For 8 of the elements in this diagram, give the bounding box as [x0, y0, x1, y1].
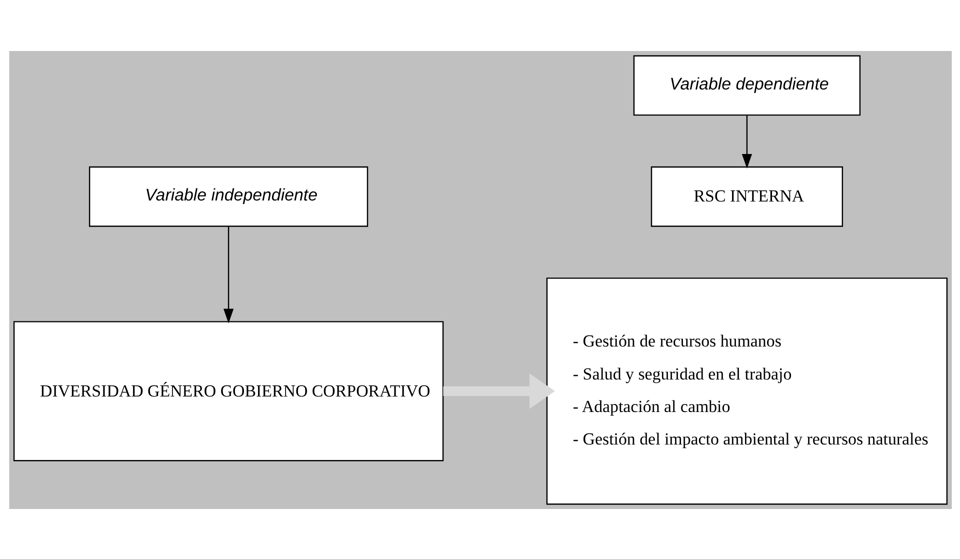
- node-box: - Gestión de recursos humanos - Salud y seguridad en el trabajo - Adaptación al cambio - Gestión del impacto ambiental y recursos naturales: [546, 277, 948, 504]
- arrow: [222, 226, 234, 323]
- node-box: DIVERSIDAD GÉNERO GOBIERNO CORPORATIVO: [12, 320, 444, 461]
- arrow: [442, 372, 554, 408]
- node-box: RSC INTERNA: [650, 166, 843, 226]
- arrow: [741, 114, 752, 168]
- node-box: Variable dependiente: [632, 54, 860, 116]
- node-box: Variable independiente: [88, 166, 368, 226]
